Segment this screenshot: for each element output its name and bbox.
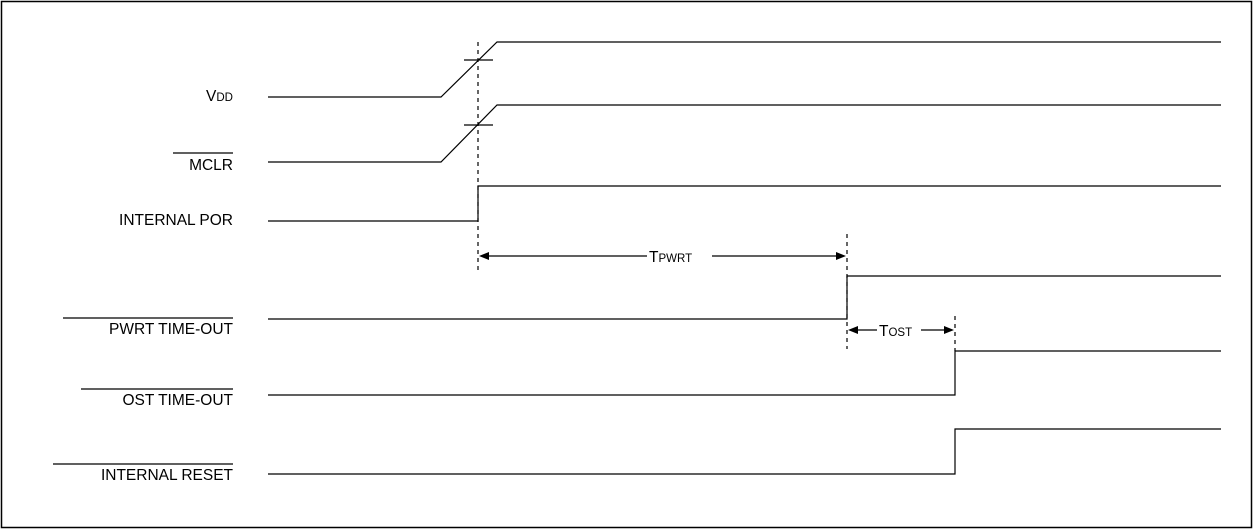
pwrt-timeout-label: PWRT TIME-OUT — [109, 321, 234, 338]
tost-arrowhead-left — [848, 326, 858, 334]
tpwrt-arrowhead-left — [479, 252, 489, 260]
tpwrt-label: TPWRT — [649, 249, 692, 266]
vdd-label: VDD — [206, 88, 233, 105]
vdd-waveform — [268, 41, 1221, 98]
ost-timeout-label: OST TIME-OUT — [122, 392, 233, 409]
tost-arrowhead-right — [944, 326, 954, 334]
internal-por-waveform — [268, 185, 1221, 222]
internal-por-label: INTERNAL POR — [119, 212, 233, 229]
tpwrt-arrowhead-right — [836, 252, 846, 260]
mclr-label: MCLR — [189, 157, 233, 174]
pwrt-timeout-waveform — [268, 275, 1221, 320]
mclr-waveform — [268, 104, 1221, 163]
tost-label: TOST — [879, 323, 912, 340]
internal-reset-label: INTERNAL RESET — [101, 467, 234, 484]
internal-reset-waveform — [268, 428, 1221, 475]
ost-timeout-waveform — [268, 350, 1221, 396]
